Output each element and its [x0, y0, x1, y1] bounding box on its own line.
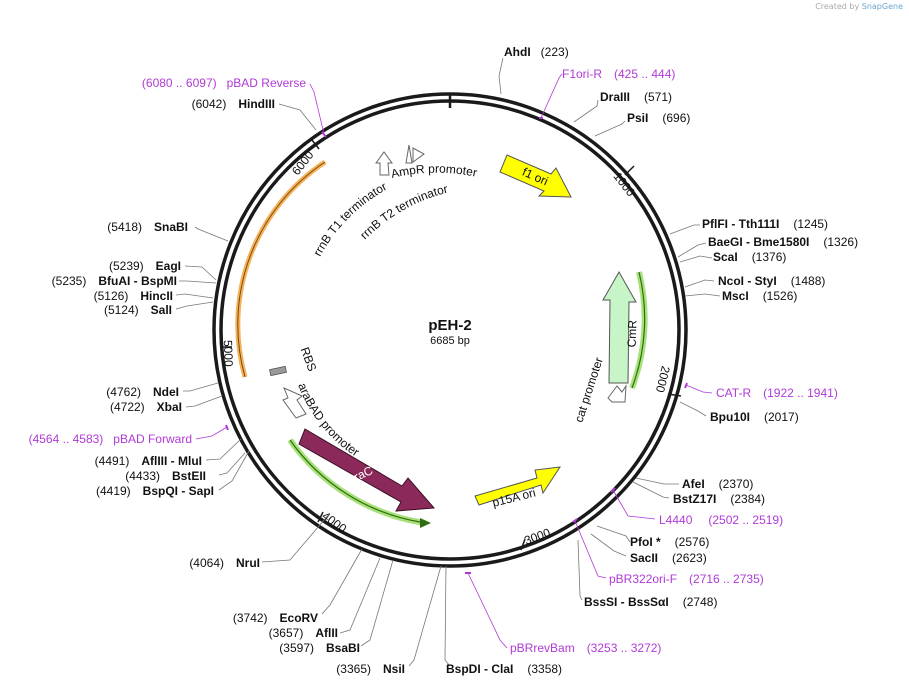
site-snabi[interactable]: (5418)SnaBI	[107, 220, 188, 234]
site-xbai[interactable]: (4722)XbaI	[110, 400, 182, 414]
cat-promoter-label: cat promoter	[572, 356, 606, 424]
site-draiii[interactable]: DraIII(571)	[600, 90, 672, 104]
p15a-ori-feature: p15A ori	[474, 466, 562, 510]
rrnb-t1-icon	[375, 151, 393, 176]
primer-pbrrevbam[interactable]: pBRrevBam(3253 .. 3272)	[510, 641, 661, 655]
site-bsssi[interactable]: BssSI - BssSαI(2748)	[584, 595, 717, 609]
primer-l4440[interactable]: L4440(2502 .. 2519)	[659, 513, 783, 527]
rbs-label: RBS	[298, 345, 320, 373]
site-scai[interactable]: ScaI(1376)	[713, 250, 786, 264]
site-ahdi[interactable]: AhdI(223)	[504, 45, 569, 59]
site-sali[interactable]: (5124)SalI	[104, 303, 172, 317]
snapgene-credit: Created by SnapGene	[815, 2, 903, 11]
site-ecorv[interactable]: (3742)EcoRV	[233, 611, 318, 625]
restriction-sites: AhdI(223) DraIII(571) PsiI(696) PflFI - …	[52, 45, 858, 676]
backbone	[212, 92, 688, 568]
credit-prefix: Created by	[815, 2, 860, 11]
site-bspqi[interactable]: (4419)BspQI - SapI	[96, 484, 214, 498]
site-pflfi[interactable]: PflFI - Tth111I(1245)	[702, 217, 828, 231]
site-aflii[interactable]: (3657)AflII	[269, 626, 338, 640]
snapgene-logo-text: SnapGene	[861, 2, 903, 11]
site-afliii[interactable]: (4491)AflIII - MluI	[95, 454, 202, 468]
tick-5000: 5000	[221, 340, 236, 367]
site-ncoi[interactable]: NcoI - StyI(1488)	[718, 274, 825, 288]
primer-pbad-forward[interactable]: (4564 .. 4583)pBAD Forward	[29, 432, 192, 446]
site-bfuai[interactable]: (5235)BfuAI - BspMI	[52, 274, 177, 288]
site-psii[interactable]: PsiI(696)	[627, 111, 690, 125]
site-sacii[interactable]: SacII(2623)	[630, 551, 707, 565]
ampr-promoter-icon	[412, 147, 425, 163]
orange-band	[235, 159, 327, 378]
primer-labels: (6080 .. 6097)pBAD Reverse F1ori-R(425 .…	[29, 67, 838, 655]
site-nsii[interactable]: (3365)NsiI	[336, 662, 405, 676]
arac-feature: araC	[298, 428, 436, 512]
site-hindiii[interactable]: (6042)HindIII	[192, 97, 275, 111]
ampr-promoter-label: AmpR promoter	[390, 162, 479, 181]
rbs-feature: RBS	[269, 345, 320, 377]
f1-ori-feature: f1 ori	[499, 154, 572, 198]
site-hincii[interactable]: (5126)HincII	[94, 289, 173, 303]
feature-bands	[235, 159, 648, 528]
site-bstz17i[interactable]: BstZ17I(2384)	[673, 492, 765, 506]
plasmid-size: 6685 bp	[430, 335, 470, 347]
site-bsabi[interactable]: (3597)BsaBI	[279, 641, 360, 655]
primer-leader-lines	[195, 73, 713, 649]
site-eagi[interactable]: (5239)EagI	[109, 259, 181, 273]
site-afei[interactable]: AfeI(2370)	[682, 477, 753, 491]
site-bsteii[interactable]: (4433)BstEII	[125, 469, 206, 483]
primer-pbad-reverse[interactable]: (6080 .. 6097)pBAD Reverse	[142, 76, 306, 90]
site-bpu10i[interactable]: Bpu10I(2017)	[710, 410, 799, 424]
primer-f1ori-r[interactable]: F1ori-R(425 .. 444)	[562, 67, 675, 81]
site-msci[interactable]: MscI(1526)	[722, 289, 797, 303]
site-pfoi[interactable]: PfoI *(2576)	[630, 535, 709, 549]
tick-2000: 2000	[653, 365, 673, 395]
site-nrui[interactable]: (4064)NruI	[189, 556, 260, 570]
plasmid-name: pEH-2	[428, 317, 471, 334]
site-baegi[interactable]: BaeGI - Bme1580I(1326)	[708, 235, 858, 249]
rrnb-t2-icon	[405, 144, 413, 164]
site-ndei[interactable]: (4762)NdeI	[106, 385, 179, 399]
primer-cat-r[interactable]: CAT-R(1922 .. 1941)	[716, 386, 838, 400]
primer-pbr322ori-f[interactable]: pBR322ori-F(2716 .. 2735)	[609, 572, 764, 586]
cmr-feature: CmR	[602, 270, 640, 384]
site-bspdi[interactable]: BspDI - ClaI(3358)	[446, 662, 562, 676]
terminator-promoter-cluster: rrnB T1 terminator rrnB T2 terminator Am…	[310, 144, 479, 258]
leader-lines	[175, 57, 721, 667]
cmr-label: CmR	[625, 319, 640, 347]
